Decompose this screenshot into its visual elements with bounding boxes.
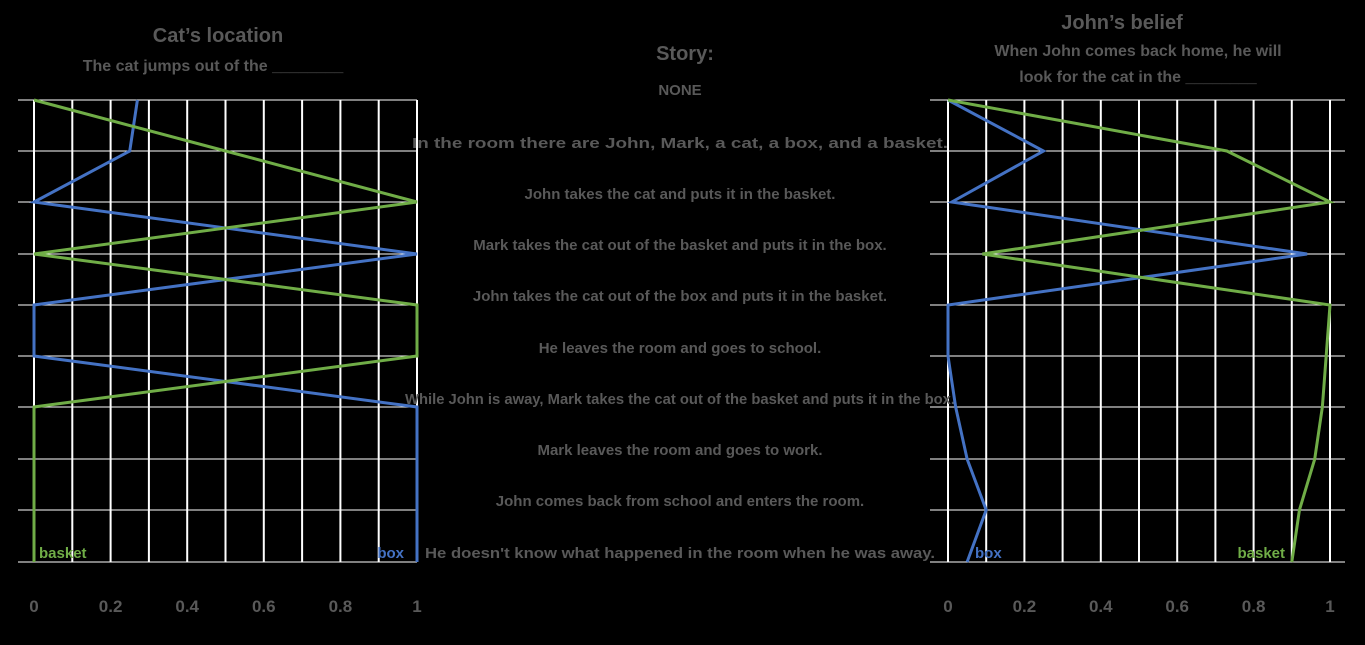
right-chart-title: John’s belief bbox=[1061, 12, 1183, 34]
story-sentence: In the room there are John, Mark, a cat,… bbox=[412, 135, 948, 152]
right-x-tick-label: 0.8 bbox=[1242, 597, 1266, 616]
left-chart-subtitle: The cat jumps out of the ________ bbox=[83, 58, 345, 75]
right-series-line-basket bbox=[947, 98, 1335, 563]
series-end-labels: basket box box basket bbox=[39, 545, 1285, 562]
story-sentence: John comes back from school and enters t… bbox=[496, 493, 864, 510]
story-sentence: While John is away, Mark takes the cat o… bbox=[405, 391, 955, 408]
story-sentence: John takes the cat and puts it in the ba… bbox=[525, 186, 836, 203]
left-series-line-box bbox=[29, 99, 419, 562]
left-x-tick-label: 0 bbox=[29, 597, 38, 616]
left-x-tick-label: 1 bbox=[412, 597, 421, 616]
left-chart-series bbox=[29, 98, 419, 563]
left-x-tick-label: 0.2 bbox=[99, 597, 123, 616]
right-chart-subtitle-line-2: look for the cat in the ________ bbox=[1019, 69, 1258, 86]
left-chart-title: Cat’s location bbox=[153, 25, 283, 47]
left-x-tick-label: 0.6 bbox=[252, 597, 276, 616]
story-sentence: Mark leaves the room and goes to work. bbox=[537, 442, 822, 459]
right-chart-subtitle-line-1: When John comes back home, he will bbox=[994, 43, 1281, 60]
right-series-label-basket: basket bbox=[1237, 545, 1285, 562]
right-chart-grid bbox=[930, 99, 1345, 563]
right-x-tick-label: 0.6 bbox=[1165, 597, 1189, 616]
left-chart-grid bbox=[18, 99, 418, 563]
story-sentence: John takes the cat out of the box and pu… bbox=[473, 288, 887, 305]
right-x-tick-label: 1 bbox=[1325, 597, 1334, 616]
story-sentence: NONE bbox=[658, 82, 701, 99]
right-x-tick-label: 0 bbox=[943, 597, 952, 616]
left-series-label-box: box bbox=[377, 545, 404, 562]
left-series-label-basket: basket bbox=[39, 545, 87, 562]
left-x-tick-label: 0.4 bbox=[175, 597, 199, 616]
right-x-tick-label: 0.2 bbox=[1013, 597, 1037, 616]
right-chart-series bbox=[946, 98, 1335, 563]
story-sentence: He doesn't know what happened in the roo… bbox=[425, 545, 935, 562]
story-sentence: He leaves the room and goes to school. bbox=[539, 340, 822, 357]
left-x-tick-label: 0.8 bbox=[329, 597, 353, 616]
left-series-line-basket bbox=[32, 98, 419, 562]
left-chart-x-ticks: 0 0.2 0.4 0.6 0.8 1 bbox=[29, 597, 421, 616]
right-series-label-box: box bbox=[975, 545, 1002, 562]
right-x-tick-label: 0.4 bbox=[1089, 597, 1113, 616]
story-sentences: NONE In the room there are John, Mark, a … bbox=[405, 82, 955, 562]
right-chart-x-ticks: 0 0.2 0.4 0.6 0.8 1 bbox=[943, 597, 1334, 616]
story-heading: Story: bbox=[656, 43, 714, 65]
right-series-line-box bbox=[946, 98, 1308, 563]
story-sentence: Mark takes the cat out of the basket and… bbox=[473, 237, 886, 254]
